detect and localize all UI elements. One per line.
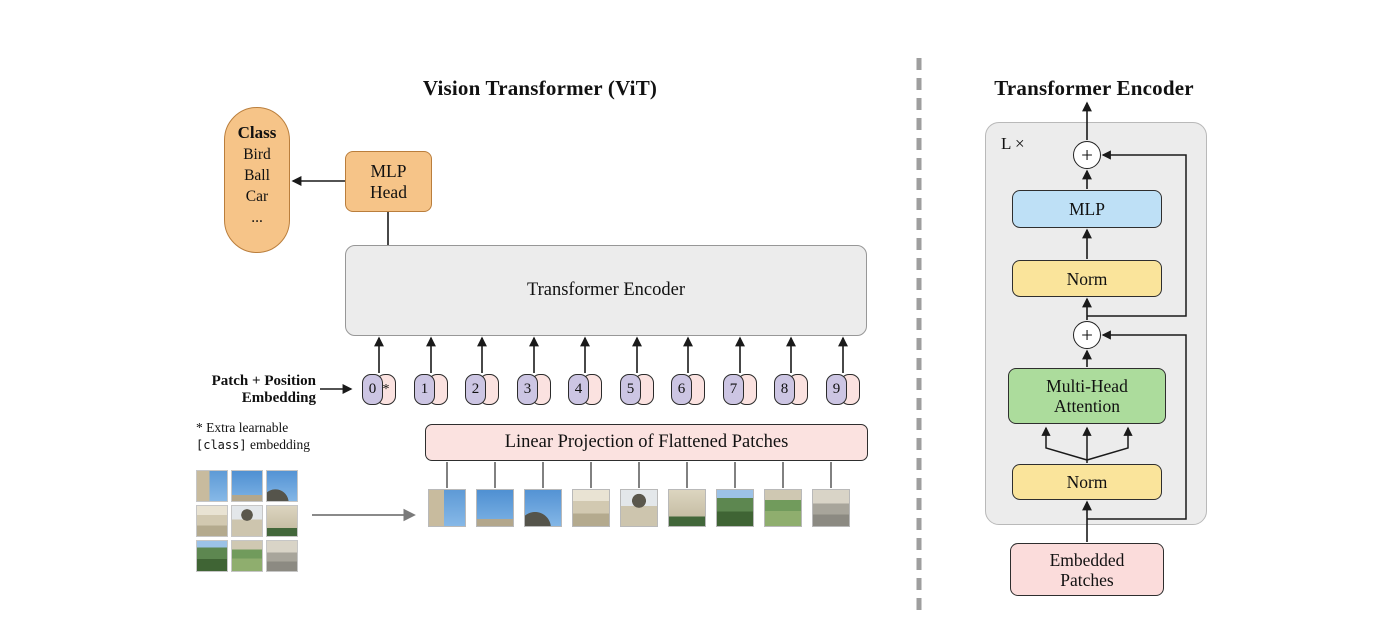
embedding-token-4: 4 — [568, 374, 602, 405]
image-patch-5 — [620, 489, 658, 527]
image-patch-2 — [476, 489, 514, 527]
note-line2: [class] embedding — [196, 436, 366, 454]
embedding-token-5: 5 — [620, 374, 654, 405]
add-node-lower: + — [1073, 321, 1101, 349]
linear-projection-label: Linear Projection of Flattened Patches — [504, 432, 789, 452]
grid-patch-9 — [266, 540, 298, 572]
embedding-token-1: 1 — [414, 374, 448, 405]
norm-upper-label: Norm — [1066, 268, 1108, 289]
attention-label-line1: Multi-Head — [1046, 376, 1128, 396]
embedding-token-2: 2 — [465, 374, 499, 405]
plus-icon: + — [1081, 322, 1093, 347]
embedding-token-7: 7 — [723, 374, 757, 405]
linear-projection-box: Linear Projection of Flattened Patches — [425, 424, 868, 461]
mlp-head-line2: Head — [370, 181, 407, 202]
attention-label-line2: Attention — [1053, 396, 1121, 416]
class-item-ellipsis: ... — [251, 209, 263, 226]
position-embedding-9: 9 — [826, 374, 847, 405]
class-item-car: Car — [245, 188, 269, 205]
patch-position-embedding-label: Patch + Position Embedding — [168, 373, 316, 407]
patch-to-projection-lines — [446, 462, 832, 488]
embedded-patches-line1: Embedded — [1049, 549, 1125, 570]
repeat-count-label: L × — [1001, 134, 1025, 153]
grid-patch-7 — [196, 540, 228, 572]
position-embedding-6: 6 — [671, 374, 692, 405]
grid-patch-2 — [231, 470, 263, 502]
encoder-detail-title: Transformer Encoder — [994, 76, 1194, 100]
token-to-encoder-arrows — [374, 336, 848, 373]
image-patch-4 — [572, 489, 610, 527]
plus-icon: + — [1081, 142, 1093, 167]
image-patch-8 — [764, 489, 802, 527]
norm-lower-label: Norm — [1066, 472, 1108, 492]
image-patch-6 — [668, 489, 706, 527]
mlp-label: MLP — [1069, 199, 1105, 219]
image-patch-7 — [716, 489, 754, 527]
embedded-patches-line2: Patches — [1060, 569, 1114, 590]
class-heading: Class — [237, 123, 277, 142]
grid-patch-1 — [196, 470, 228, 502]
position-embedding-2: 2 — [465, 374, 486, 405]
class-token-code: [class] — [196, 438, 247, 452]
extra-learnable-note: * Extra learnable [class] embedding — [196, 419, 366, 454]
grid-patch-5 — [231, 505, 263, 537]
embedded-patches-box: Embedded Patches — [1010, 543, 1164, 596]
embedding-token-6: 6 — [671, 374, 705, 405]
position-embedding-1: 1 — [414, 374, 435, 405]
add-node-upper: + — [1073, 141, 1101, 169]
image-patch-1 — [428, 489, 466, 527]
vit-title: Vision Transformer (ViT) — [422, 76, 658, 100]
position-embedding-4: 4 — [568, 374, 589, 405]
note-line2-suffix: embedding — [246, 437, 310, 452]
embedding-token-0: 0 * — [362, 374, 396, 405]
transformer-encoder-box: Transformer Encoder — [345, 245, 867, 336]
grid-patch-3 — [266, 470, 298, 502]
norm-block-lower: Norm — [1012, 464, 1162, 500]
mlp-head-box: MLP Head — [345, 151, 432, 212]
norm-block-upper: Norm — [1012, 260, 1162, 297]
transformer-encoder-label: Transformer Encoder — [526, 280, 686, 300]
position-embedding-3: 3 — [517, 374, 538, 405]
image-patch-3 — [524, 489, 562, 527]
embedding-token-9: 9 — [826, 374, 860, 405]
embedding-token-3: 3 — [517, 374, 551, 405]
class-output-pill: Class Bird Ball Car ... — [224, 107, 290, 253]
mlp-block: MLP — [1012, 190, 1162, 228]
class-item-ball: Ball — [244, 167, 270, 184]
grid-patch-6 — [266, 505, 298, 537]
input-image-grid — [196, 470, 298, 572]
position-embedding-7: 7 — [723, 374, 744, 405]
class-item-bird: Bird — [243, 146, 271, 163]
image-patch-9 — [812, 489, 850, 527]
mlp-head-line1: MLP — [370, 160, 407, 181]
position-embedding-0: 0 — [362, 374, 383, 405]
grid-patch-4 — [196, 505, 228, 537]
pp-label-line1: Patch + Position — [211, 373, 316, 389]
grid-patch-8 — [231, 540, 263, 572]
multi-head-attention-block: Multi-Head Attention — [1008, 368, 1166, 424]
position-embedding-8: 8 — [774, 374, 795, 405]
position-embedding-5: 5 — [620, 374, 641, 405]
note-line1: * Extra learnable — [196, 420, 289, 435]
pp-label-line2: Embedding — [241, 390, 316, 406]
embedding-token-8: 8 — [774, 374, 808, 405]
